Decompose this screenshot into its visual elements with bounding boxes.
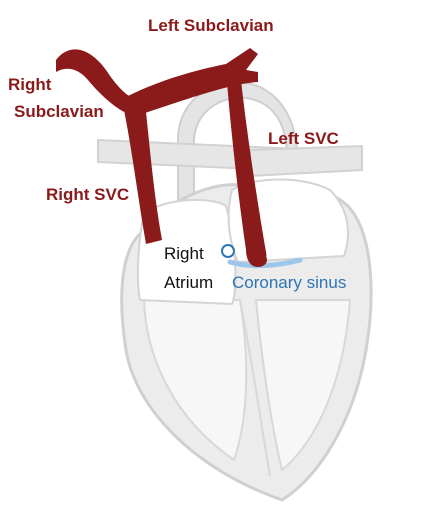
right-atrium bbox=[136, 198, 237, 306]
right-ventricle bbox=[142, 299, 248, 462]
left-svc bbox=[226, 70, 267, 267]
left-vessel-branch bbox=[249, 144, 363, 178]
left-subclavian-vein bbox=[128, 48, 258, 116]
label-right-atrium-line2: Atrium bbox=[164, 273, 213, 292]
left-ventricle bbox=[254, 299, 352, 472]
venous-system bbox=[56, 48, 267, 267]
label-left-subclavian: Left Subclavian bbox=[148, 16, 274, 35]
coronary-sinus bbox=[221, 244, 303, 269]
left-svc-junction bbox=[249, 253, 267, 267]
right-subclavian-vein bbox=[56, 49, 132, 112]
heart-silhouette bbox=[97, 81, 373, 502]
label-left-svc: Left SVC bbox=[268, 129, 339, 148]
label-right-subclavian-line1: Right bbox=[8, 75, 52, 94]
label-coronary-sinus: Coronary sinus bbox=[232, 273, 346, 292]
coronary-sinus-vessel bbox=[227, 257, 303, 269]
label-right-subclavian-line2: Subclavian bbox=[14, 102, 104, 121]
label-right-svc: Right SVC bbox=[46, 185, 129, 204]
coronary-sinus-ostium bbox=[221, 244, 235, 258]
septum bbox=[239, 299, 271, 477]
label-right-atrium-line1: Right bbox=[164, 244, 204, 263]
right-svc bbox=[120, 97, 162, 244]
